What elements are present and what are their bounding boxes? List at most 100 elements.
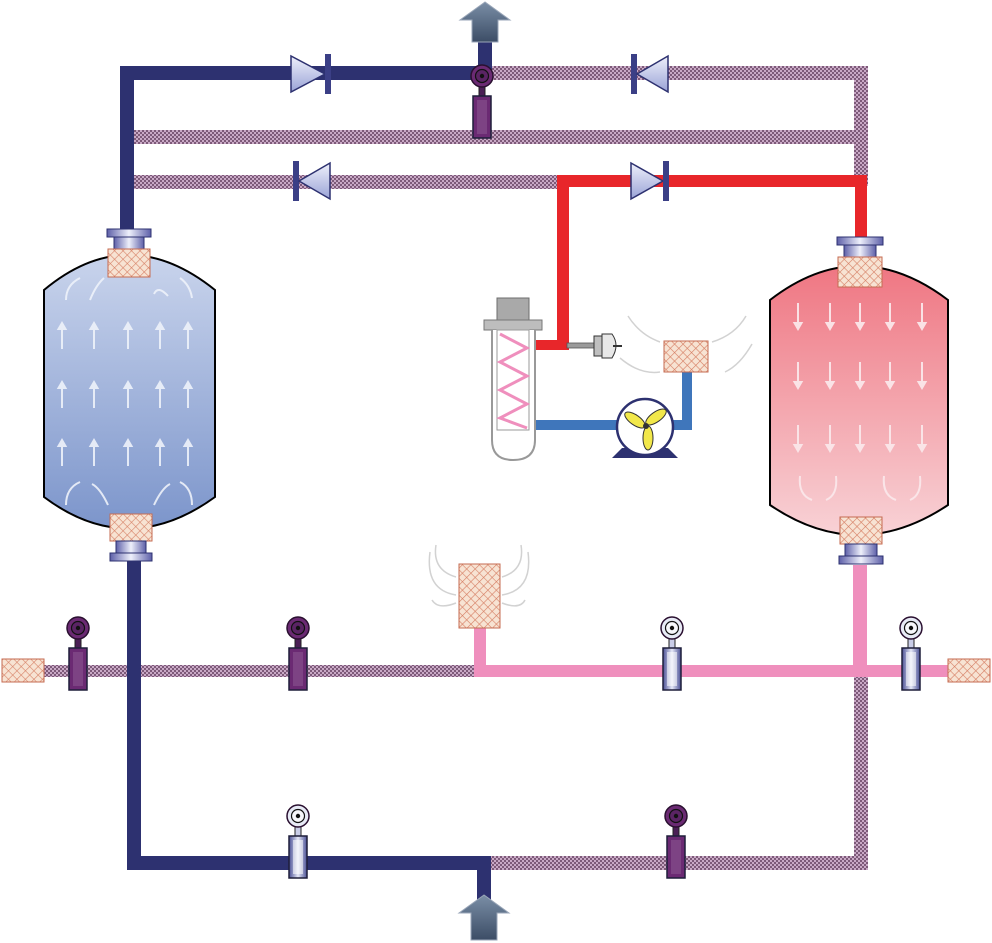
tower-right-regenerating — [769, 265, 949, 536]
dry-pipe-left-riser — [120, 66, 134, 236]
check-valve-icon — [290, 54, 331, 94]
exhaust-silencer-left — [1, 658, 45, 683]
diffuser-screen-icon — [837, 256, 883, 288]
butterfly-valve-icon — [664, 804, 688, 879]
airflow-arrow-icon — [824, 425, 836, 453]
butterfly-valve-icon — [470, 64, 494, 139]
airflow-arrow-icon — [182, 380, 194, 408]
tower-right-bottom-connector — [838, 516, 884, 565]
check-valve-top-left — [290, 54, 331, 94]
silencer-filter-icon — [458, 563, 501, 629]
airflow-arrow-icon — [824, 303, 836, 331]
tower-right-vessel — [769, 265, 949, 536]
airflow-arrow-icon — [56, 380, 68, 408]
tower-left-vessel — [43, 254, 216, 530]
airflow-arrow-icon — [88, 380, 100, 408]
butterfly-valve-icon — [286, 804, 310, 879]
check-valve-top-right — [631, 54, 669, 94]
airflow-arrow-icon — [56, 321, 68, 349]
inlet-pipe-stub — [477, 862, 491, 902]
check-valve-icon — [293, 161, 331, 201]
idle-pipe-third-row — [134, 175, 564, 189]
tower-left-bottom-connector — [109, 513, 153, 562]
butterfly-valve-exhaust-mid-left — [286, 616, 310, 691]
exhaust-silencer-right — [947, 658, 991, 683]
airflow-arrow-icon — [56, 438, 68, 466]
blower-pipes — [535, 372, 692, 430]
airflow-arrow-icon — [916, 303, 928, 331]
heater-coil-icon — [483, 297, 543, 462]
butterfly-valve-icon — [66, 616, 90, 691]
temperature-sensor — [566, 333, 622, 359]
diffuser-screen-icon — [107, 248, 151, 278]
silencer-filter-icon — [663, 340, 709, 373]
blower-intake-filter — [663, 340, 709, 373]
outlet-arrow-icon — [458, 1, 512, 43]
idle-pipe-top-right — [484, 66, 868, 80]
blower-pipe-to-heater — [535, 420, 620, 430]
airflow-arrow-icon — [122, 380, 134, 408]
check-valve-mid-left — [293, 161, 331, 201]
airflow-arrow-icon — [65, 481, 81, 506]
idle-pipe-right-riser — [854, 66, 868, 186]
airflow-arrow-icon — [153, 289, 169, 297]
airflow-arrow-icon — [854, 425, 866, 453]
butterfly-valve-exhaust-left — [66, 616, 90, 691]
inlet-arrow-icon — [457, 894, 511, 941]
tower-right-top-connector — [836, 236, 884, 288]
exhaust-silencer-center — [458, 563, 501, 629]
silencer-filter-icon — [947, 658, 991, 683]
airflow-arrow-icon — [122, 321, 134, 349]
airflow-arrow-icon — [825, 475, 838, 501]
airflow-arrow-icon — [916, 425, 928, 453]
butterfly-valve-icon — [899, 616, 923, 691]
butterfly-valves — [66, 64, 923, 879]
airflow-arrow-icon — [792, 425, 804, 453]
airflow-arrow-icon — [798, 475, 813, 501]
butterfly-valve-icon — [660, 616, 684, 691]
idle-pipe-exhaust-left — [42, 665, 482, 677]
inlet-pipe-left-drop — [127, 560, 141, 865]
airflow-arrow-icon — [882, 475, 897, 501]
airflow-arrow-icon — [428, 315, 753, 607]
tower-left-drying — [43, 254, 216, 530]
diffuser-screen-icon — [109, 513, 153, 542]
idle-pipe-right-drop — [854, 670, 868, 870]
silencer-filter-icon — [1, 658, 45, 683]
tower-right-flow-arrows — [792, 303, 928, 501]
exhaust-pipes — [474, 565, 948, 677]
hot-pipe-heater-out — [532, 340, 569, 350]
butterfly-valve-icon — [286, 616, 310, 691]
airflow-arrow-icon — [91, 483, 109, 506]
airflow-arrow-icon — [792, 303, 804, 331]
airflow-arrow-icon — [89, 277, 105, 301]
airflow-arrow-icon — [122, 438, 134, 466]
airflow-arrow-icon — [884, 303, 896, 331]
airflow-arrow-icon — [88, 321, 100, 349]
butterfly-valve-inlet-right — [664, 804, 688, 879]
hot-pipe-tower-feed — [855, 175, 867, 240]
diffuser-screen-icon — [839, 516, 883, 545]
airflow-arrow-icon — [153, 483, 171, 506]
blower — [612, 397, 678, 458]
airflow-arrow-icon — [182, 438, 194, 466]
butterfly-valve-exhaust-mid-right — [660, 616, 684, 691]
tower-left-top-connector — [106, 228, 152, 278]
airflow-arrow-icon — [824, 362, 836, 390]
airflow-arrow-icon — [916, 362, 928, 390]
airflow-arrow-icon — [154, 380, 166, 408]
airflow-arrow-icon — [884, 362, 896, 390]
check-valve-icon — [630, 161, 669, 201]
exhaust-pipe-riser — [474, 625, 486, 677]
airflow-arrow-icon — [154, 438, 166, 466]
airflow-arrow-icon — [792, 362, 804, 390]
airflow-arrow-icon — [182, 321, 194, 349]
airflow-arrow-icon — [909, 475, 922, 501]
airflow-arrows — [428, 315, 753, 607]
airflow-arrow-icon — [884, 425, 896, 453]
temperature-sensor-icon — [566, 333, 622, 359]
blower-pipe-intake-riser — [682, 372, 692, 430]
exhaust-pipe-main — [474, 665, 948, 677]
